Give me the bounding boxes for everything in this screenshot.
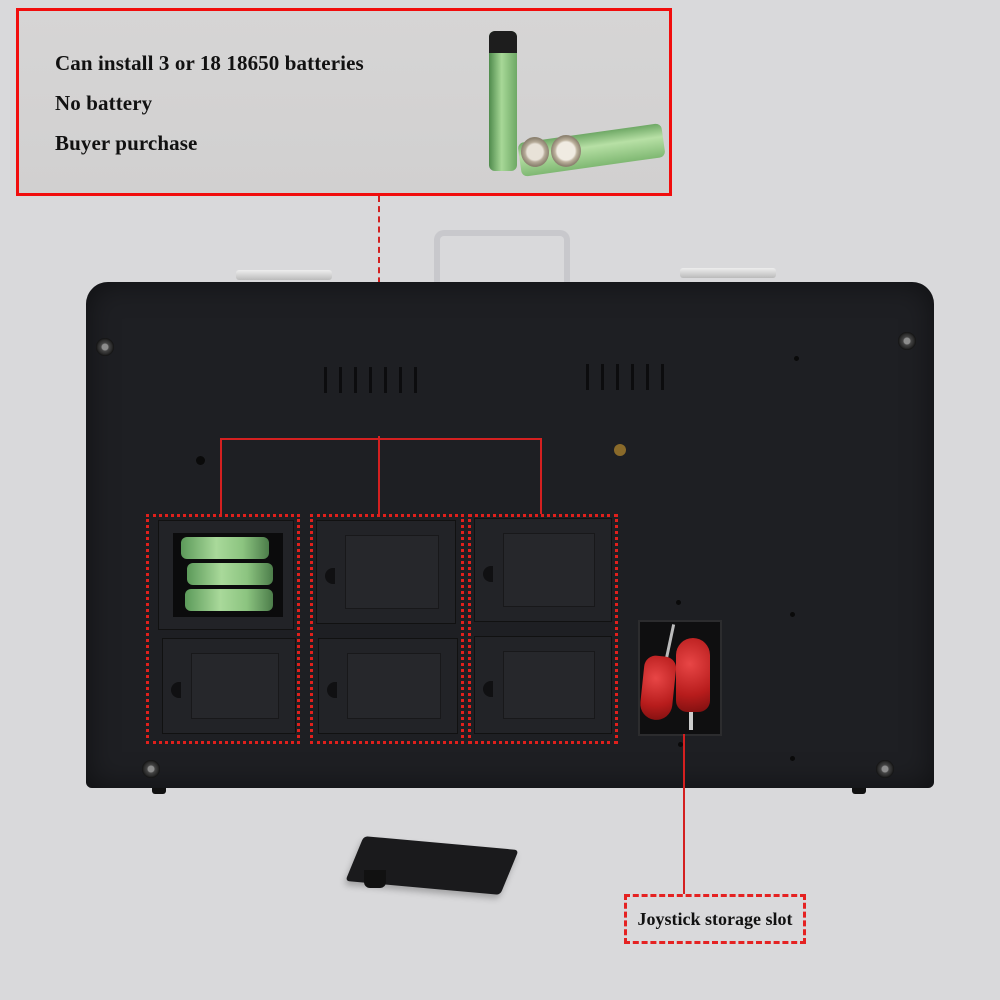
joystick-leader-line <box>683 734 685 894</box>
battery-compartment-cover[interactable] <box>474 518 612 622</box>
battery-info-callout: Can install 3 or 18 18650 batteries No b… <box>16 8 672 196</box>
callout-line-no-battery: No battery <box>55 91 153 115</box>
bracket-right-leg <box>540 438 542 514</box>
highlight-column-2 <box>310 514 464 744</box>
screw-icon <box>96 338 114 356</box>
callout-line-capacity: Can install 3 or 18 18650 batteries <box>55 51 364 75</box>
screw-icon <box>898 332 916 350</box>
highlight-column-1 <box>146 514 300 744</box>
battery-compartment-cover[interactable] <box>474 636 612 734</box>
battery-compartment-cover[interactable] <box>316 520 456 624</box>
bracket-top <box>220 438 542 440</box>
bracket-middle-leg <box>378 436 380 514</box>
bracket-left-leg <box>220 438 222 514</box>
latch-left <box>236 270 332 280</box>
joystick-slot-label: Joystick storage slot <box>624 894 806 944</box>
highlight-column-3 <box>468 514 618 744</box>
screw-icon <box>142 760 160 778</box>
battery-compartment-cover[interactable] <box>318 638 458 734</box>
joystick-storage-slot <box>638 620 722 736</box>
battery-compartment-open[interactable] <box>158 520 294 630</box>
battery-compartment-cover[interactable] <box>162 638 296 734</box>
cover-plate-tab <box>364 870 386 888</box>
callout-line-buyer-purchase: Buyer purchase <box>55 131 198 155</box>
screw-icon <box>876 760 894 778</box>
joystick-slot-label-text: Joystick storage slot <box>637 908 793 929</box>
carry-handle-icon <box>434 230 570 286</box>
latch-right <box>680 268 776 278</box>
